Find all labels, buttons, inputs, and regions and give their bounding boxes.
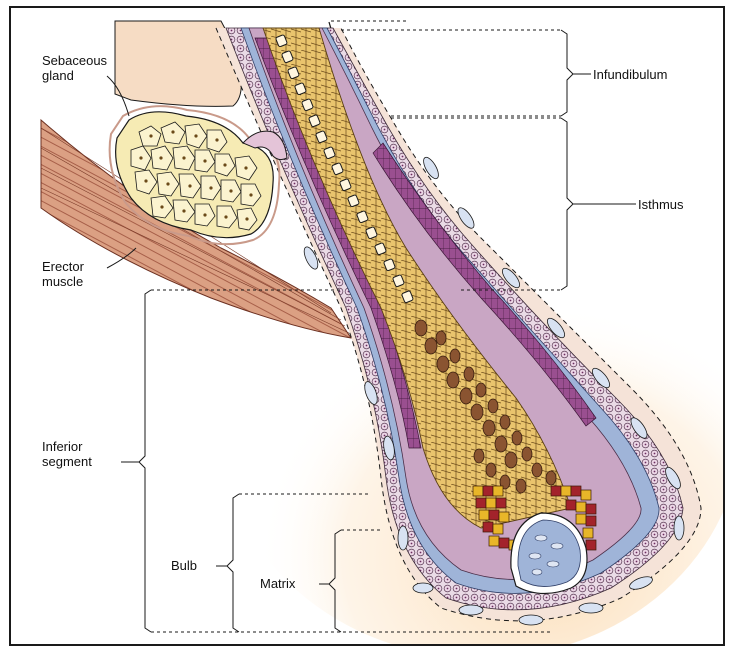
label-bulb: Bulb [171, 558, 197, 573]
label-sebaceous-gland: Sebaceous gland [42, 53, 107, 83]
label-isthmus: Isthmus [638, 197, 684, 212]
diagram-frame: Sebaceous gland Erector muscle Inferior … [9, 6, 725, 646]
label-matrix: Matrix [260, 576, 295, 591]
label-erector-muscle: Erector muscle [42, 259, 84, 289]
hair-follicle-diagram [11, 8, 723, 644]
label-inferior-segment: Inferior segment [42, 439, 92, 469]
label-infundibulum: Infundibulum [593, 67, 667, 82]
